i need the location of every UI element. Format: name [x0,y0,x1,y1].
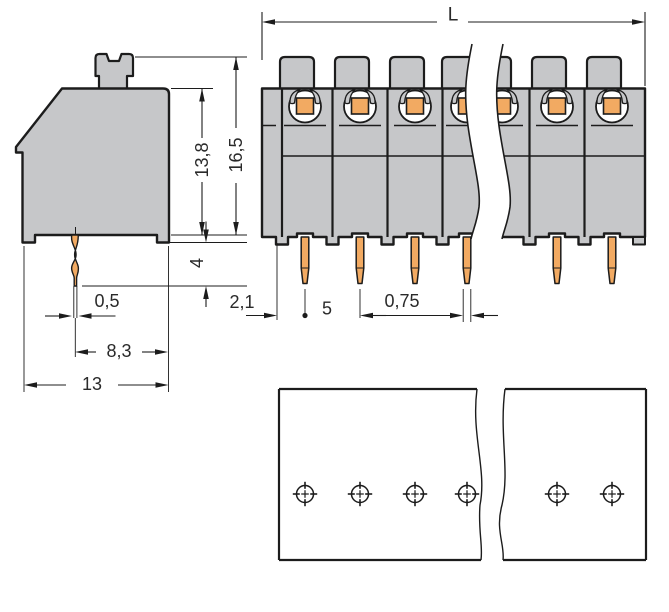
dim-total-length: L [448,5,459,26]
dim-housing-height: 13,8 [192,142,212,177]
clamp-spring-left [344,88,356,105]
front-push-button [278,55,316,89]
dim-pin-width: 0,75 [384,291,419,311]
clamp-spring-right [309,88,321,105]
front-view [260,43,647,285]
clamp-spring-right [419,88,431,105]
dimension-arrowhead [155,349,168,355]
dimension-arrowhead [59,313,72,319]
pcb-right-piece [499,389,646,560]
clamp-spring-right [506,88,518,105]
dimension-arrowhead [632,19,645,25]
pcb-left-piece [279,389,482,560]
dimension-arrowhead [360,312,373,319]
dimension-arrowhead [155,382,169,388]
clamp-spring-left [596,88,608,105]
dimension-arrowhead [471,312,484,319]
front-housing-body [260,87,647,246]
dimension-arrowhead [203,229,209,243]
clamp-spring-right [616,88,628,105]
dimension-arrowhead [203,286,209,299]
front-solder-pin [300,236,310,285]
front-solder-pin [410,236,420,285]
dim-total-height: 16,5 [226,137,246,172]
dimension-arrowhead [75,349,88,355]
dim-pin-thickness: 0,5 [94,291,119,311]
break-line-right [495,43,512,240]
clamp-spring-left [399,88,411,105]
dimension-arrowhead [233,222,239,235]
dimension-arrowhead [199,222,205,235]
side-push-button [94,52,135,89]
clamp-spring-left [541,88,553,105]
dim-edge-to-first-pin: 2,1 [229,292,254,312]
pcb-break-line-left [474,388,483,561]
dim-pin-pitch: 5 [322,299,332,319]
dimension-arrowhead [264,312,277,319]
clamp-window [405,97,425,115]
clamp-window [350,97,370,115]
pcb-footprint [277,387,648,562]
front-solder-pin [355,236,365,285]
break-line-left [464,43,481,240]
front-solder-pin [607,236,617,285]
dimension-arrowhead [78,313,92,319]
dimension-arrowhead [24,382,37,388]
dim-total-width: 13 [82,374,102,394]
clamp-spring-left [451,88,463,105]
break-band [465,44,511,239]
front-push-button [530,55,568,89]
side-view [14,52,171,287]
side-housing-body [14,87,171,244]
clamp-window [602,97,622,115]
dimension-arrowhead [262,19,275,25]
front-solder-pin [462,236,472,285]
front-housing-foot [632,236,646,246]
dimension-arrowhead [199,88,205,102]
dim-pin-length: 4 [187,258,207,268]
front-push-button [388,55,426,89]
dimension-arrowhead [450,312,463,319]
dim-pin-to-edge: 8,3 [106,341,131,361]
clamp-spring-right [561,88,573,105]
front-solder-pin [552,236,562,285]
dim-reference-dot [302,312,308,319]
front-push-button [585,55,623,89]
clamp-spring-left [289,88,301,105]
clamp-window [547,97,567,115]
clamp-spring-right [364,88,376,105]
clamp-window [295,97,315,115]
front-push-button [333,55,371,89]
side-solder-pin [70,234,80,287]
pcb-break-line-right [498,388,506,561]
dimension-arrowhead [233,57,239,70]
dimension-annotations: 13,8 16,5 4 0,5 8,313 L 2,1 5 0,75 [23,5,646,394]
